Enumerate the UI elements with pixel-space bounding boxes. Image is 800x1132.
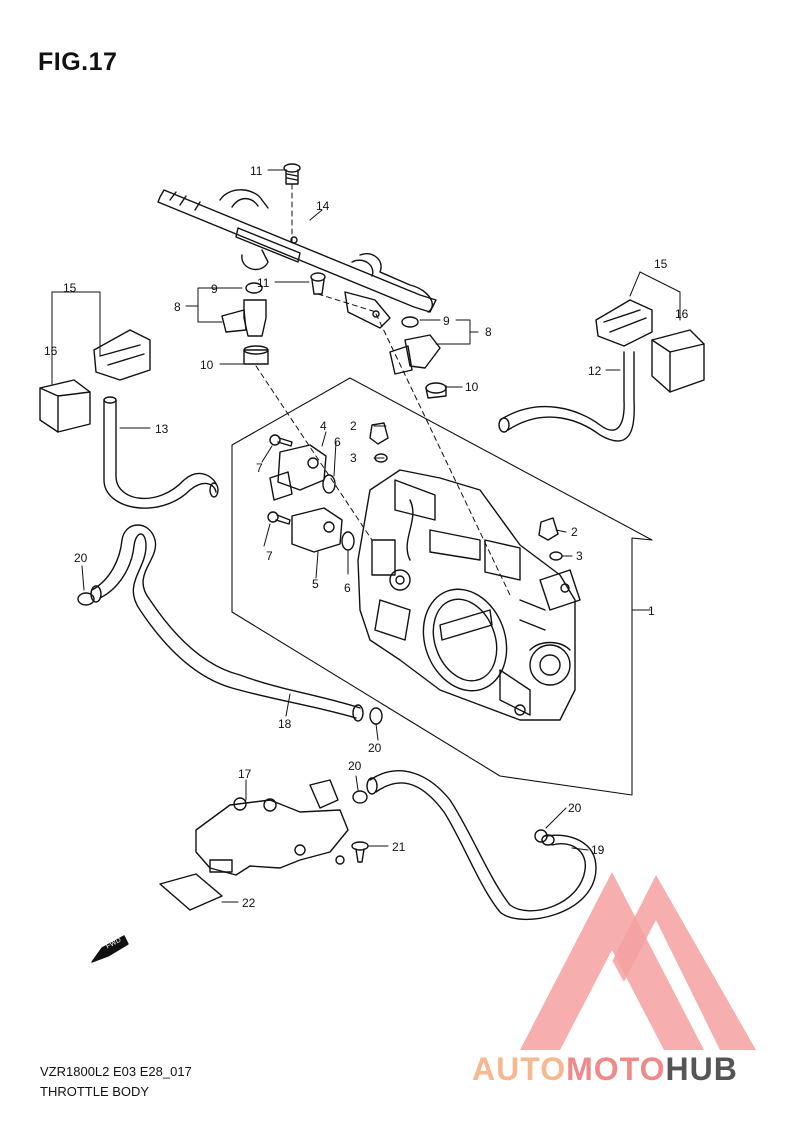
callout-label: 8	[174, 300, 181, 314]
callout-label: 16	[675, 307, 689, 321]
callout-label: 21	[392, 840, 406, 854]
sensor-left	[39, 329, 151, 433]
watermark-part-moto: MOTO	[566, 1051, 665, 1087]
plugs-2	[369, 422, 559, 541]
callout-label: 18	[278, 717, 292, 731]
callout-label: 13	[155, 422, 169, 436]
screw-11-top	[283, 163, 301, 185]
callout-label: 20	[348, 759, 362, 773]
o-rings-6	[322, 474, 355, 551]
hose-13	[103, 396, 219, 509]
callout-label: 15	[63, 281, 77, 295]
callout-label: 12	[588, 364, 602, 378]
callout-label: 20	[74, 551, 88, 565]
watermark-logo	[520, 872, 756, 1050]
watermark-part-auto: AUTO	[472, 1051, 566, 1087]
hose-12	[498, 351, 635, 442]
callout-label: 16	[44, 344, 58, 358]
screw-21	[351, 841, 369, 863]
hose-19	[366, 770, 597, 920]
fwd-arrow-icon	[91, 935, 129, 963]
callout-label: 3	[350, 451, 357, 465]
callout-label: 4	[320, 419, 327, 433]
sensor-right	[595, 299, 705, 393]
callout-label: 15	[654, 257, 668, 271]
callout-label: 1	[648, 604, 655, 618]
pad-22	[159, 873, 223, 911]
callout-label: 8	[485, 325, 492, 339]
callout-label: 6	[344, 581, 351, 595]
callout-label: 17	[238, 767, 252, 781]
callout-label: 20	[568, 801, 582, 815]
callout-label: 6	[334, 435, 341, 449]
assembly-outline	[231, 377, 653, 796]
throttle-body	[357, 469, 581, 721]
screw-11-mid	[310, 272, 326, 295]
callout-label: 10	[465, 380, 479, 394]
callout-label: 11	[250, 164, 263, 178]
figure-model-code: VZR1800L2 E03 E28_017	[40, 1064, 192, 1079]
clamps-20	[77, 592, 548, 843]
watermark-text: AUTOMOTOHUB	[472, 1051, 738, 1087]
screws-7	[267, 434, 293, 525]
callout-label: 9	[443, 314, 450, 328]
watermark-part-hub: HUB	[665, 1051, 737, 1087]
callout-label: 5	[312, 577, 319, 591]
callout-label: 22	[242, 896, 256, 910]
callout-labels: 1 2 2 3 3 4 5 6 6 7 7 8 8 9 9 10 10 11 1…	[44, 164, 689, 910]
callout-label: 2	[571, 525, 578, 539]
svg-text:AUTOMOTOHUB: AUTOMOTOHUB	[472, 1051, 738, 1087]
callout-label: 19	[591, 843, 605, 857]
idle-valve	[195, 779, 349, 876]
callout-label: 10	[200, 358, 214, 372]
callout-label: 7	[266, 549, 273, 563]
callout-label: 3	[576, 549, 583, 563]
leader-lines	[51, 169, 681, 903]
callout-label: 11	[257, 276, 270, 290]
figure-title: FIG.17	[38, 48, 118, 76]
callout-label: 20	[368, 741, 382, 755]
hose-18	[90, 524, 364, 722]
figure-name: THROTTLE BODY	[40, 1084, 150, 1099]
injector-left	[221, 282, 269, 365]
fuel-rail	[157, 189, 437, 329]
callout-label: 14	[316, 199, 330, 213]
sensor-5	[291, 507, 343, 553]
callout-label: 2	[350, 419, 357, 433]
sensor-4	[269, 444, 327, 501]
callout-label: 9	[211, 282, 218, 296]
callout-label: 7	[256, 461, 263, 475]
injector-right	[389, 316, 447, 399]
